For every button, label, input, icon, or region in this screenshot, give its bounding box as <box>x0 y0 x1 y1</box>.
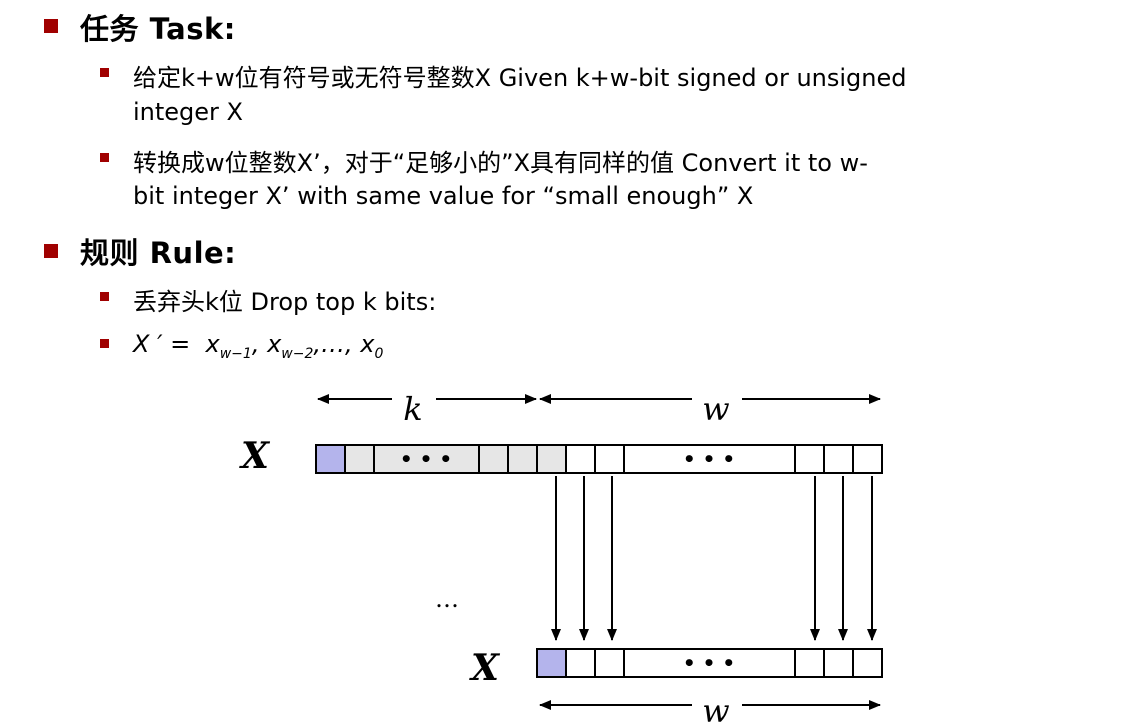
formula-sub-2: w−2 <box>281 346 314 362</box>
bit-cell <box>823 648 854 678</box>
formula-term-3: ,…, x <box>313 330 375 358</box>
x-prime-register: • • • <box>536 648 883 678</box>
section-bullet-icon <box>44 19 58 33</box>
bit-cell <box>565 648 596 678</box>
bit-cell <box>823 444 854 474</box>
task-bullet-2-line2: bit integer X’ with same value for “smal… <box>133 182 754 210</box>
bit-cell <box>536 444 567 474</box>
bit-cell <box>594 444 625 474</box>
bullet-icon <box>100 339 109 348</box>
dots: • • • <box>400 447 452 471</box>
task-heading: 任务 Task: <box>80 12 236 46</box>
sign-bit-cell <box>536 648 567 678</box>
formula-sub-1: w−1 <box>219 346 252 362</box>
bit-cell <box>794 648 825 678</box>
formula-sub-3: 0 <box>374 346 384 362</box>
bullet-icon <box>100 153 109 162</box>
bit-cell <box>478 444 509 474</box>
bit-dots-cell <box>623 648 796 678</box>
bit-cell <box>565 444 596 474</box>
k-label: k <box>403 390 422 428</box>
task-bullet-1-line1: 给定k+w位有符号或无符号整数X Given k+w-bit signed or… <box>133 64 907 92</box>
formula-lhs: X ′ = <box>133 330 191 358</box>
formula-term-2: , x <box>251 330 282 358</box>
sign-bit-cell <box>315 444 346 474</box>
formula-term-1: x <box>205 330 220 358</box>
w-label: w <box>702 390 729 428</box>
rule-bullet-2-formula: X ′ = xw−1, xw−2,…, x0 <box>133 330 383 362</box>
section-bullet-icon <box>44 244 58 258</box>
dots: • • • <box>683 447 735 471</box>
x-prime-label: X <box>469 647 501 689</box>
task-bullet-2-line1: 转换成w位整数X’，对于“足够小的”X具有同样的值 Convert it to … <box>133 149 868 177</box>
ellipsis: … <box>435 585 459 613</box>
bit-cell <box>344 444 375 474</box>
bit-cell <box>594 648 625 678</box>
x-label: X <box>239 435 271 477</box>
dots: • • • <box>683 651 735 675</box>
bit-cell <box>852 444 883 474</box>
bit-cell <box>794 444 825 474</box>
x-register: • • • • • • <box>315 444 883 474</box>
bullet-icon <box>100 292 109 301</box>
bullet-icon <box>100 68 109 77</box>
rule-heading: 规则 Rule: <box>80 236 237 270</box>
bit-cell <box>852 648 883 678</box>
bit-dots-cell <box>623 444 796 474</box>
rule-bullet-1: 丢弃头k位 Drop top k bits: <box>133 288 437 316</box>
task-bullet-1-line2: integer X <box>133 98 243 126</box>
w-bottom-label: w <box>702 692 729 724</box>
bit-cell <box>507 444 538 474</box>
